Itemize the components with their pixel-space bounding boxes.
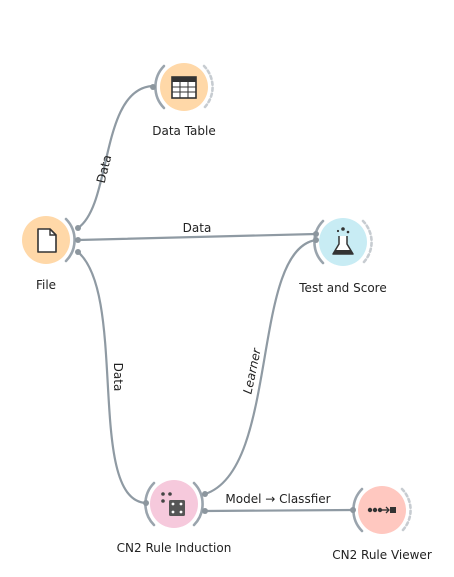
- widget-data-table[interactable]: Data Table: [150, 63, 216, 138]
- widget-test-and-score-output-arc: [361, 219, 373, 265]
- link-cn2-rule-induction-to-cn2-rule-viewer[interactable]: [203, 508, 355, 513]
- link-label-cn2-test-and-score: Learner: [240, 346, 264, 395]
- flask-icon: [332, 227, 354, 255]
- link-label-file-test-and-score: Data: [183, 221, 212, 235]
- widget-cn2-rule-induction-label: CN2 Rule Induction: [117, 541, 232, 555]
- widget-cn2-rule-viewer-label: CN2 Rule Viewer: [332, 548, 432, 562]
- link-cn2-rule-induction-to-test-and-score[interactable]: [203, 238, 318, 496]
- widget-test-and-score-label: Test and Score: [298, 281, 386, 295]
- widget-cn2-rule-viewer[interactable]: CN2 Rule Viewer: [332, 486, 432, 562]
- link-label-file-data-table: Data: [94, 153, 115, 184]
- widget-cn2-rule-viewer-input-anchor[interactable]: [350, 507, 356, 513]
- widget-cn2-rule-viewer-output-arc: [400, 487, 412, 533]
- widget-test-and-score-input-anchor[interactable]: [313, 237, 319, 243]
- widget-file[interactable]: File: [22, 216, 81, 292]
- link-label-cn2-rule-viewer: Model → Classfier: [225, 492, 330, 506]
- widget-cn2-rule-induction-output-arc: [192, 481, 204, 527]
- link-file-to-data-table[interactable]: [76, 84, 154, 230]
- dice-icon: [161, 492, 185, 516]
- widget-file-output-arc: [64, 217, 76, 263]
- link-file-to-test-and-score[interactable]: [76, 232, 318, 242]
- links-layer: [76, 84, 355, 513]
- widget-cn2-rule-induction-output-anchor[interactable]: [202, 491, 208, 497]
- file-icon: [37, 228, 57, 253]
- widget-cn2-rule-induction-output-anchor[interactable]: [202, 508, 208, 514]
- widget-file-label: File: [36, 278, 56, 292]
- widget-data-table-output-arc: [202, 64, 214, 110]
- widget-data-table-label: Data Table: [152, 124, 216, 138]
- widget-data-table-input-anchor[interactable]: [150, 84, 156, 90]
- rules-icon: [367, 506, 396, 514]
- link-file-to-cn2-rule-induction[interactable]: [76, 250, 148, 505]
- widget-test-and-score-input-anchor[interactable]: [313, 231, 319, 237]
- widget-file-output-anchor[interactable]: [75, 225, 81, 231]
- widget-cn2-rule-induction[interactable]: CN2 Rule Induction: [117, 480, 232, 555]
- widget-file-output-anchor[interactable]: [75, 249, 81, 255]
- widget-file-output-anchor[interactable]: [75, 237, 81, 243]
- widget-cn2-rule-induction-input-anchor[interactable]: [143, 500, 149, 506]
- widget-test-and-score[interactable]: Test and Score: [298, 218, 387, 295]
- link-labels-layer: Data Data Data Learner Model → Classfier: [94, 153, 331, 506]
- table-icon: [171, 76, 197, 99]
- link-label-file-cn2-rule-induction: Data: [111, 363, 125, 392]
